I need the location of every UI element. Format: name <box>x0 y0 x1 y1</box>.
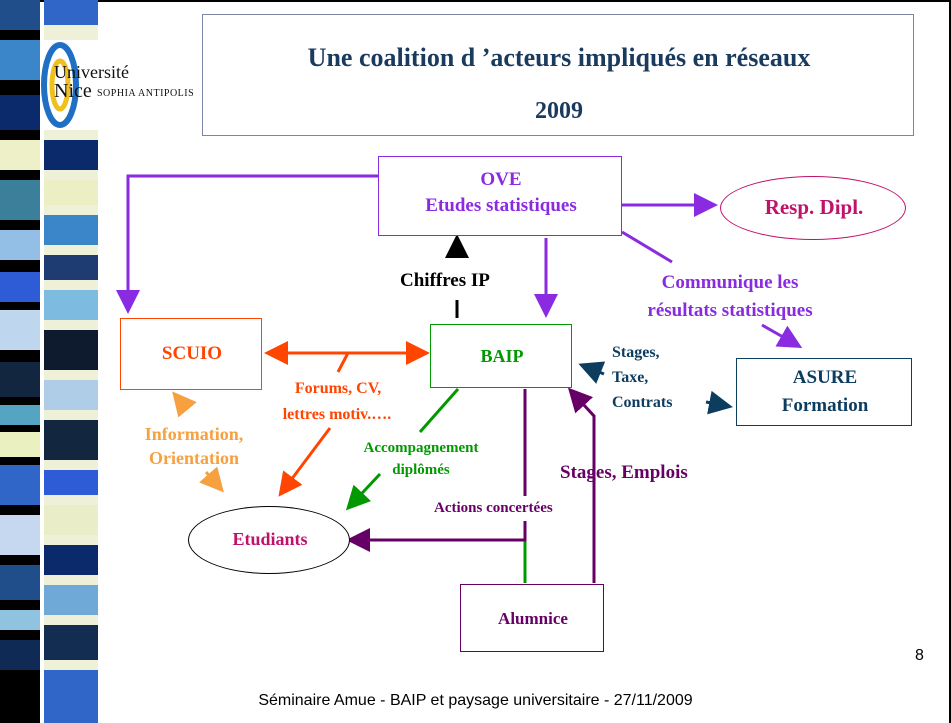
arrow-stages-baip <box>578 361 606 384</box>
label-actions-concertees: Actions concertées <box>434 500 553 516</box>
node-alumnice: Alumnice <box>460 584 604 652</box>
logo-line1: Université <box>54 62 129 82</box>
label-stages-1: Stages, <box>612 344 660 361</box>
node-ove-line2: Etudes statistiques <box>425 195 577 216</box>
node-scuio-label: SCUIO <box>161 343 223 364</box>
node-scuio: SCUIO <box>120 318 262 390</box>
label-stages-2: Taxe, <box>612 369 649 386</box>
arrow-info-scuio <box>172 391 197 418</box>
node-ove-line1: OVE <box>480 169 522 190</box>
node-asure-line1: ASURE <box>792 367 858 388</box>
arrow-communique-asure <box>761 323 803 348</box>
label-info-2: Orientation <box>149 448 239 468</box>
label-accomp-1: Accompagnement <box>363 440 479 456</box>
title-box: Une coalition d ’acteurs impliqués en ré… <box>202 14 914 136</box>
label-accomp-2: diplômés <box>392 462 450 478</box>
node-ove: OVE Etudes statistiques <box>378 156 622 236</box>
arrow-info-etudiants <box>199 466 224 493</box>
arrow-actions-etudiants <box>346 521 527 552</box>
node-asure-line2: Formation <box>781 395 869 416</box>
node-resp-label: Resp. Dipl. <box>764 195 864 219</box>
arrow-accomp-etudiants <box>345 472 382 511</box>
node-baip-label: BAIP <box>480 346 524 366</box>
label-communique-2: résultats statistiques <box>647 300 813 321</box>
node-etudiants: Etudiants <box>188 506 350 574</box>
node-alumnice-label: Alumnice <box>498 609 568 628</box>
line-forums <box>336 352 350 373</box>
arrow-forums-etudiants <box>278 427 332 497</box>
arrow-stages-asure <box>705 390 733 415</box>
label-stages-emplois: Stages, Emplois <box>560 462 688 483</box>
arrow-ove-scuio <box>116 174 378 314</box>
label-forums-1: Forums, CV, <box>294 380 382 397</box>
line-baip-accomp <box>418 388 460 433</box>
label-stages-3: Contrats <box>612 394 673 411</box>
label-chiffres-ip: Chiffres IP <box>400 270 490 291</box>
label-forums-2: lettres motiv.…. <box>282 406 392 423</box>
logo-line3: SOPHIA ANTIPOLIS <box>97 88 195 99</box>
slide-footer: Séminaire Amue - BAIP et paysage univers… <box>258 692 693 709</box>
node-baip: BAIP <box>430 324 572 388</box>
arrow-alumnice-baip <box>567 387 596 583</box>
title-line1: Une coalition d ’acteurs impliqués en ré… <box>307 43 811 72</box>
node-asure: ASURE Formation <box>736 358 912 426</box>
node-resp-dipl: Resp. Dipl. <box>720 176 906 240</box>
node-etudiants-label: Etudiants <box>232 529 308 549</box>
logo-line2: Nice <box>54 80 92 102</box>
page-number: 8 <box>915 647 924 664</box>
label-info-1: Information, <box>144 424 244 444</box>
line-ove-communique <box>621 230 673 264</box>
logo-emblem-icon <box>41 42 79 128</box>
title-line2: 2009 <box>535 98 583 124</box>
label-communique-1: Communique les <box>661 272 799 293</box>
left-stripe-decoration <box>0 0 40 723</box>
university-logo: Université Nice SOPHIA ANTIPOLIS <box>40 40 194 130</box>
